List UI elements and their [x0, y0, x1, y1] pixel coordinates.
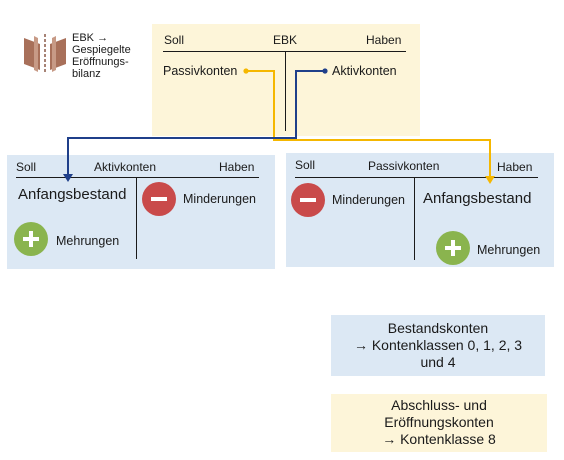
bestandskonten-text: Bestandskonten → Kontenklassen 0, 1, 2, … [353, 320, 523, 370]
abschlusskonten-text: Abschluss- und Eröffnungskonten → Konten… [382, 397, 496, 447]
aktiv-soll-label: Soll [16, 160, 37, 174]
ebk-haben-label: Haben [366, 33, 402, 47]
plus-icon [436, 231, 470, 265]
mirror-book-icon [24, 34, 66, 74]
passiv-soll-label: Soll [295, 158, 316, 172]
legend-text: EBK → Gespiegelte Eröffnungs- bilanz [72, 32, 131, 80]
aktiv-mehrungen: Mehrungen [56, 234, 120, 248]
passiv-vertical-rule [414, 177, 415, 260]
aktiv-horizontal-rule [16, 177, 259, 178]
orange-arrowhead [485, 176, 495, 184]
ebk-passivkonten-entry: Passivkonten [163, 64, 238, 78]
ebk-account [152, 24, 420, 136]
ebk-horizontal-rule [163, 51, 406, 52]
ebk-title: EBK [273, 33, 298, 47]
blue-arrowhead [63, 174, 73, 182]
ebk-vertical-rule [285, 51, 286, 131]
orange-connector [246, 70, 491, 178]
ebk-aktivkonten-entry: Aktivkonten [332, 64, 397, 78]
aktiv-anfangsbestand: Anfangsbestand [18, 186, 127, 203]
blue-connector [67, 70, 325, 176]
blue-connector-start [322, 68, 328, 74]
aktiv-title: Aktivkonten [94, 160, 157, 174]
plus-icon [14, 222, 48, 256]
passiv-anfangsbestand: Anfangsbestand [423, 190, 532, 207]
aktiv-vertical-rule [136, 177, 137, 259]
aktiv-haben-label: Haben [219, 160, 255, 174]
passiv-minderungen: Minderungen [332, 193, 405, 207]
passivkonten-account [286, 153, 554, 267]
minus-icon [291, 183, 325, 217]
abschlusskonten-note [331, 394, 547, 452]
passiv-horizontal-rule [295, 177, 538, 178]
passiv-title: Passivkonten [368, 159, 440, 173]
orange-connector-start [243, 68, 249, 74]
passiv-haben-label: Haben [497, 160, 533, 174]
passiv-mehrungen: Mehrungen [477, 243, 541, 257]
aktiv-minderungen: Minderungen [183, 192, 256, 206]
ebk-soll-label: Soll [164, 33, 185, 47]
aktivkonten-account [7, 155, 275, 269]
bestandskonten-note [331, 315, 545, 376]
minus-icon [142, 182, 176, 216]
